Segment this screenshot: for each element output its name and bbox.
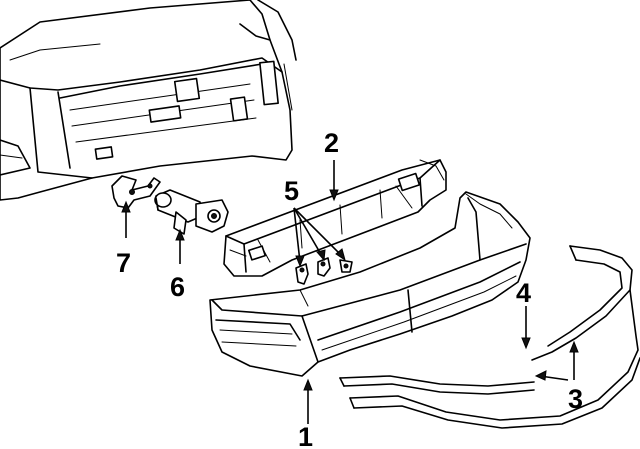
leader-lines: [121, 160, 579, 424]
part-4-molding: [531, 245, 633, 361]
callout-1: 1: [298, 422, 313, 449]
part-1-bumper-cover: [209, 191, 531, 377]
part-3-lower-molding: [339, 289, 640, 429]
part-2-impact-absorber: [223, 159, 447, 277]
callout-5: 5: [284, 176, 299, 206]
callout-4: 4: [516, 278, 531, 308]
callout-2: 2: [324, 128, 339, 158]
part-7-bracket: [111, 175, 161, 209]
callout-6: 6: [170, 272, 185, 302]
callout-7: 7: [116, 248, 131, 278]
part-6-assembly: [154, 189, 229, 235]
vehicle-rear-body: [0, 0, 297, 201]
callout-3: 3: [568, 384, 583, 414]
part-5-clips: [295, 257, 353, 285]
